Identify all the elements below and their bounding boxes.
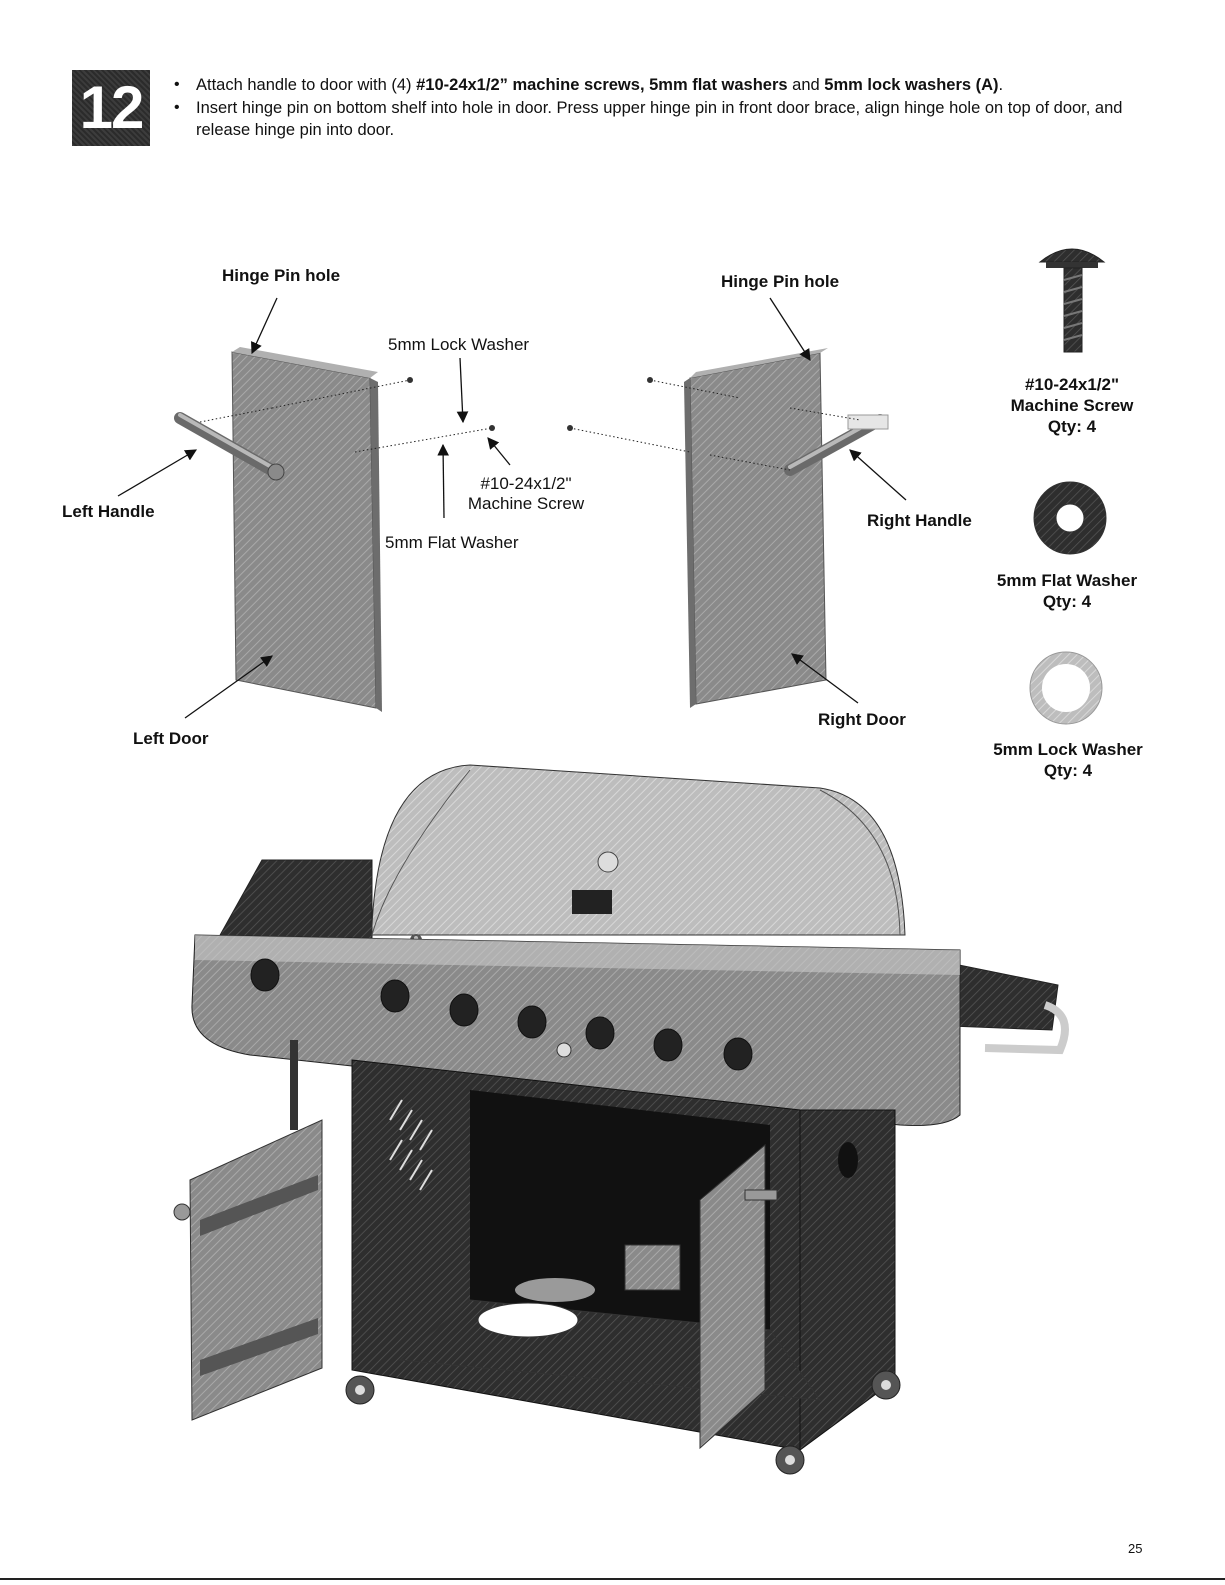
flat-washer-part-icon	[1033, 481, 1107, 555]
right-handle-label: Right Handle	[867, 511, 972, 530]
hinge-pin-hole-left-label: Hinge Pin hole	[222, 266, 341, 285]
bottom-rule	[0, 1578, 1225, 1580]
left-handle-illustration	[174, 412, 285, 481]
machine-screw-part-caption: #10-24x1/2" Machine Screw Qty: 4	[1010, 375, 1134, 436]
instruction-bullet-2: Insert hinge pin on bottom shelf into ho…	[174, 97, 1134, 141]
machine-screw-part-icon	[1038, 248, 1106, 353]
right-handle-illustration	[784, 414, 889, 476]
lock-washer-part-icon	[1029, 651, 1103, 725]
step-number-badge: 12	[72, 70, 150, 146]
right-door-illustration	[684, 348, 828, 708]
flat-washer-label: 5mm Flat Washer	[385, 533, 519, 552]
left-screws-dotted-lines	[199, 379, 493, 453]
callout-arrows	[117, 297, 907, 719]
lock-washer-part-caption: 5mm Lock Washer Qty: 4	[993, 740, 1143, 780]
grill-illustration	[173, 764, 1069, 1475]
right-screws-dotted-lines	[569, 379, 861, 471]
instruction-list: Attach handle to door with (4) #10-24x1/…	[174, 74, 1134, 142]
flat-washer-part-caption: 5mm Flat Washer Qty: 4	[996, 571, 1138, 611]
instruction-bullet-1: Attach handle to door with (4) #10-24x1/…	[174, 74, 1134, 96]
lock-washer-label: 5mm Lock Washer	[388, 335, 530, 354]
machine-screw-label: #10-24x1/2" Machine Screw	[467, 474, 585, 513]
hinge-pin-hole-right-label: Hinge Pin hole	[721, 272, 840, 291]
screw-icon	[489, 425, 495, 431]
screw-icon	[407, 377, 413, 383]
left-door-label: Left Door	[133, 729, 209, 748]
left-door-illustration	[231, 347, 382, 712]
right-door-label: Right Door	[818, 710, 906, 729]
screw-icon	[647, 377, 653, 383]
page-number: 25	[1128, 1541, 1143, 1556]
left-handle-label: Left Handle	[62, 502, 155, 521]
screw-icon	[567, 425, 573, 431]
